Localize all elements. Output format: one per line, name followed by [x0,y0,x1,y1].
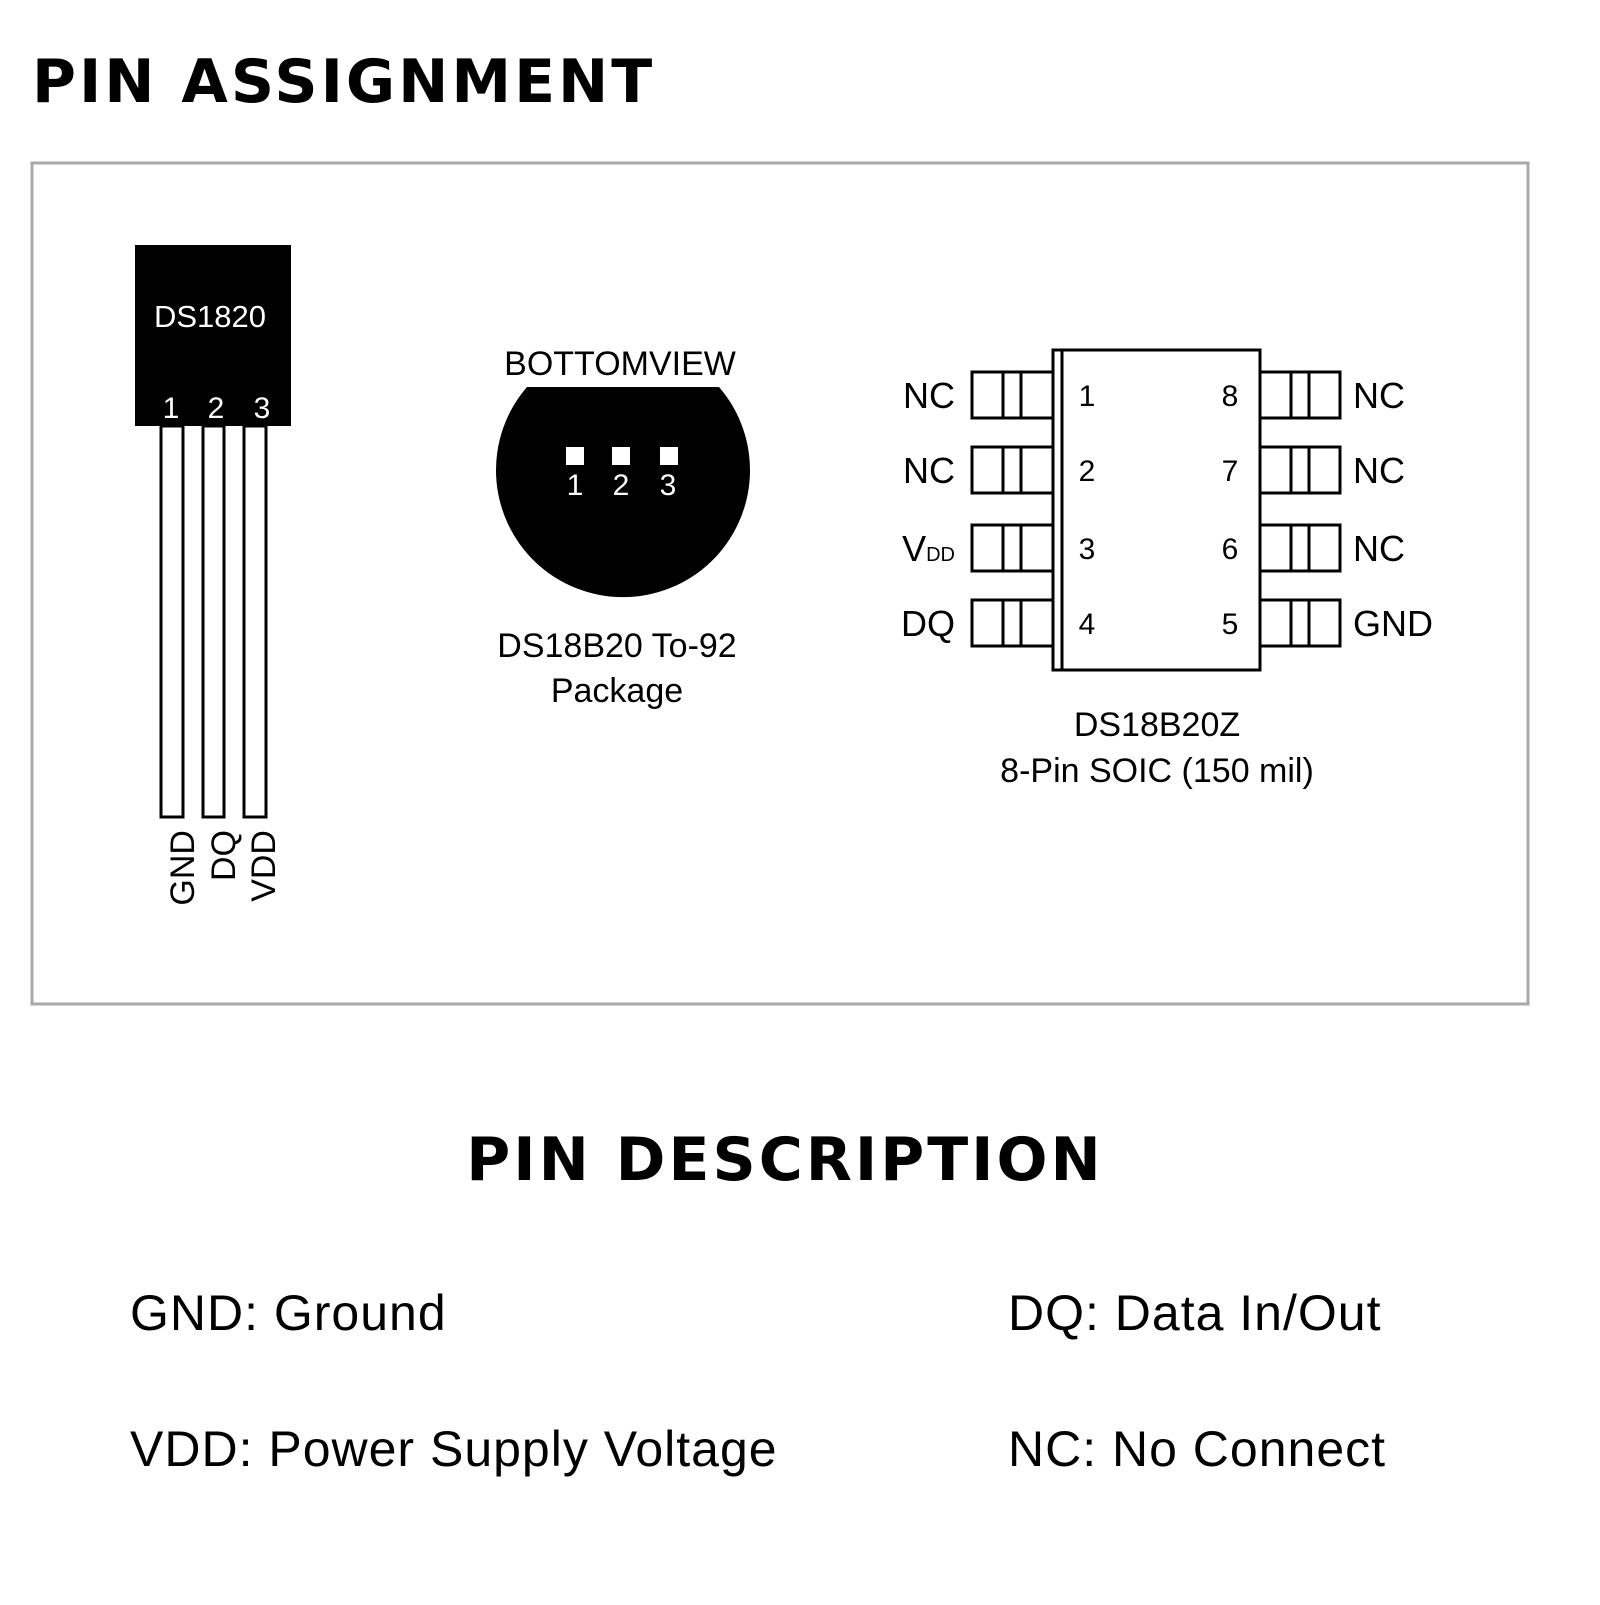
soic-pin-label-text: NC [1353,450,1405,491]
bottom-pin-number: 1 [567,469,584,502]
bottom-view-label: BOTTOMVIEW [504,345,736,383]
soic-pin-label: NC [903,450,955,491]
soic-lead [970,370,1055,420]
pin-pad [612,447,630,465]
pin-pad [660,447,678,465]
description-vdd: VDD: Power Supply Voltage [130,1421,778,1477]
to92-part-label: DS1820 [154,299,266,334]
soic-pin-label: NC [1353,450,1405,491]
to92-lead-label: VDD [245,830,283,902]
description-nc: NC: No Connect [1008,1421,1386,1477]
to92-lead [242,424,268,819]
soic-lead [1258,598,1342,648]
soic-lead [970,523,1055,573]
soic-lead [1258,445,1342,495]
soic-pin-label-subscript: DD [926,544,955,566]
to92-bottom-view: BOTTOMVIEW 1 2 3 DS18B20 To-92 Package [496,345,750,710]
to92-caption: Package [551,672,683,710]
soic-lead [1258,370,1342,420]
soic-pin-label: GND [1353,603,1433,644]
soic-pin-label-text: DQ [901,603,955,644]
soic-pin-label: DQ [901,603,955,644]
soic-pin-number: 4 [1079,608,1096,641]
to92-side-view: DS1820 1 2 3 GND DQ VDD [135,245,291,906]
bottom-pin-number: 3 [660,469,677,502]
to92-lead-label: GND [164,830,202,906]
soic-caption: 8-Pin SOIC (150 mil) [1000,752,1314,790]
description-dq: DQ: Data In/Out [1008,1285,1381,1341]
pin-pad [566,447,584,465]
to92-pin-number: 2 [208,392,225,425]
soic-pin-label: NC [1353,528,1405,569]
to92-pin-number: 3 [254,392,271,425]
soic-lead [970,445,1055,495]
pin-description-heading: PIN DESCRIPTION [466,1125,1103,1195]
to92-bottom-body [496,387,750,598]
bottom-pin-number: 2 [613,469,630,502]
description-gnd: GND: Ground [130,1285,447,1341]
soic-pin-number: 3 [1079,533,1096,566]
soic-pin-label-text: NC [903,450,955,491]
to92-lead [201,424,226,819]
to92-pin-number: 1 [163,392,180,425]
soic-lead [1258,523,1342,573]
soic-pin-label-text: GND [1353,603,1433,644]
soic-pin-label: VDD [902,528,955,569]
pin-assignment-heading: PIN ASSIGNMENT [32,47,655,117]
soic-body [1051,348,1262,672]
soic-pin-label-text: NC [1353,375,1405,416]
assignment-frame [30,161,1530,1006]
to92-lead [159,424,185,819]
soic-pin-label-text: NC [1353,528,1405,569]
soic-pin-label-text: NC [903,375,955,416]
soic-pin-number: 5 [1222,608,1239,641]
soic-pin-number: 7 [1222,455,1239,488]
to92-caption: DS18B20 To-92 [497,627,736,665]
to92-body [135,245,291,426]
soic-pin-number: 2 [1079,455,1096,488]
soic-pin-label-text: V [902,528,926,569]
soic-pin-number: 8 [1222,380,1239,413]
to92-lead-label: DQ [205,830,243,881]
soic-pin-number: 1 [1079,380,1096,413]
soic-lead [970,598,1055,648]
soic-pin-number: 6 [1222,533,1239,566]
soic-pin-label: NC [1353,375,1405,416]
soic-pin-label: NC [903,375,955,416]
soic-caption: DS18B20Z [1074,706,1240,744]
